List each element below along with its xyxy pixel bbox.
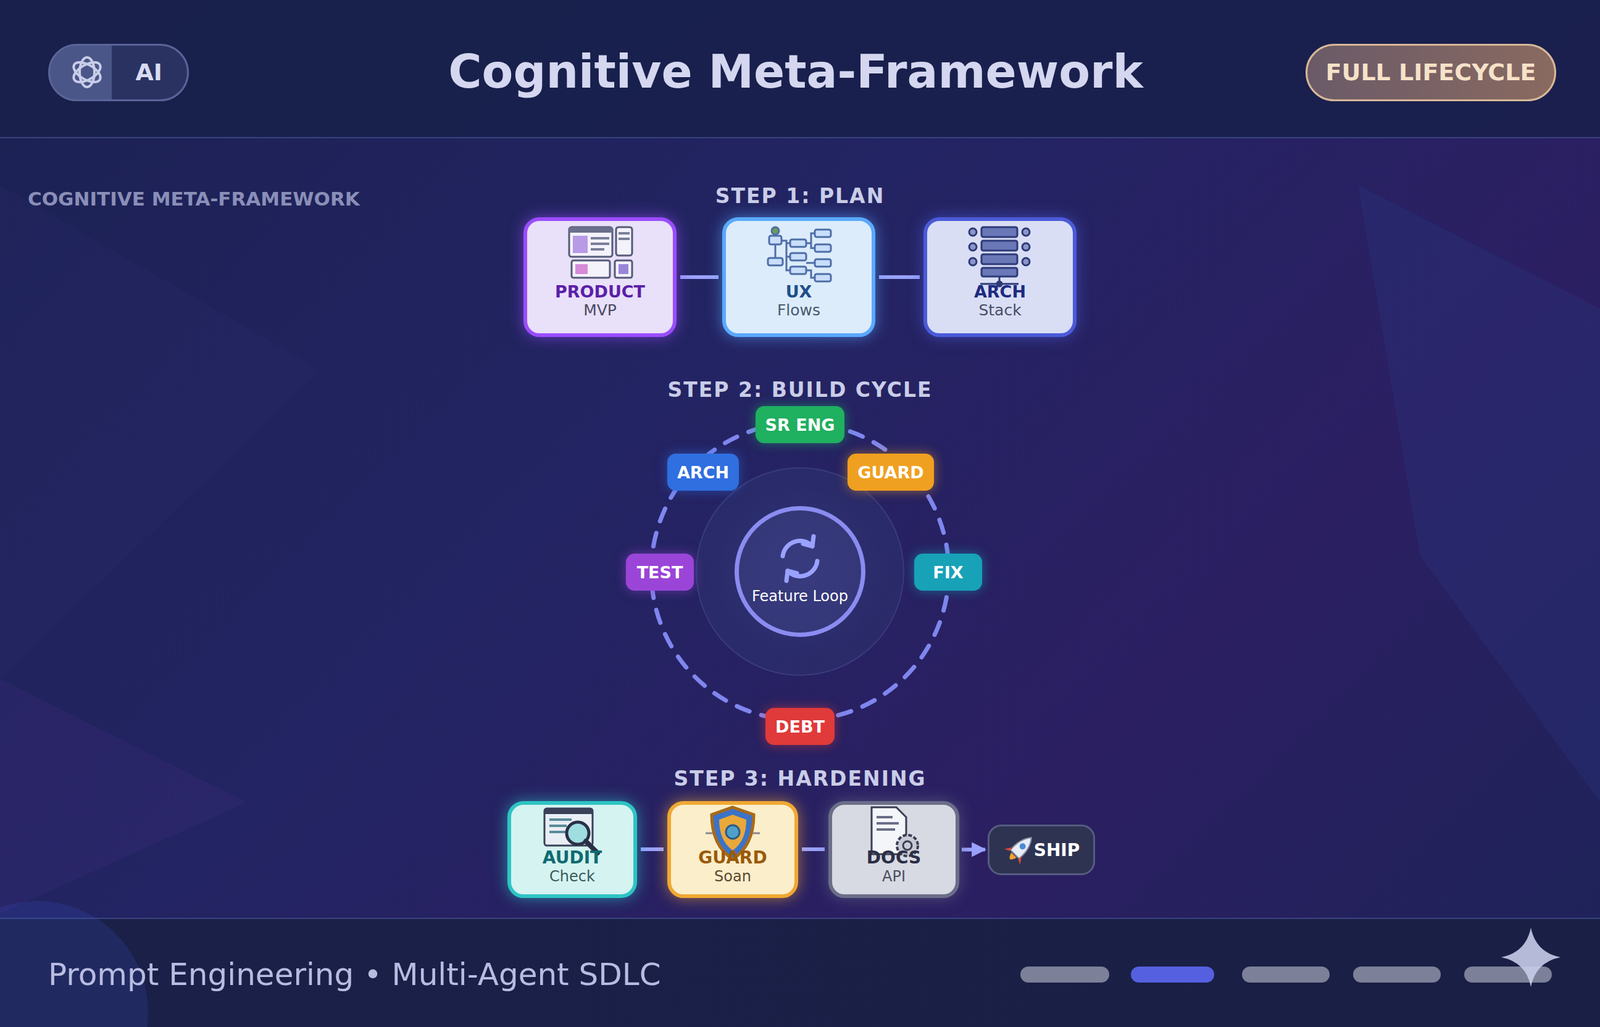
card-title: PRODUCT: [554, 282, 646, 302]
chip-label: SR ENG: [765, 415, 836, 435]
role-chip: DEBT: [765, 708, 835, 746]
caption: Prompt Engineering • Multi-Agent SDLC: [48, 956, 662, 993]
role-chip: ARCH: [667, 453, 739, 491]
card-subtitle: Soan: [714, 867, 752, 886]
connector: [879, 275, 920, 280]
card-title: AUDIT: [542, 848, 602, 868]
loop-circle: Feature Loop: [734, 506, 866, 638]
badge-label: AI: [135, 58, 163, 86]
role-chip: GUARD: [847, 453, 934, 491]
ship-label: SHIP: [1033, 840, 1081, 861]
page-title: Cognitive Meta-Framework: [448, 45, 1143, 99]
connector: [640, 847, 664, 852]
card-title: GUARD: [698, 848, 767, 868]
chip-label: TEST: [637, 562, 684, 583]
badge-label: FULL LIFECYCLE: [1325, 58, 1537, 86]
connector: [801, 847, 825, 852]
section-label: STEP 1: PLAN: [715, 183, 886, 209]
chip-label: GUARD: [857, 462, 924, 483]
ship-button: SHIP: [987, 824, 1096, 876]
connector: [961, 848, 986, 852]
card-title: UX: [785, 282, 813, 302]
lifecycle-badge: FULL LIFECYCLE: [1305, 43, 1557, 102]
ai-badge: AI: [48, 43, 189, 102]
stage-card: UXFlows: [722, 217, 876, 338]
section-label: COGNITIVE META-FRAMEWORK: [27, 187, 360, 210]
role-chip: TEST: [625, 553, 694, 591]
loop-label: Feature Loop: [751, 587, 849, 605]
card-subtitle: API: [882, 867, 906, 886]
card-subtitle: MVP: [583, 301, 617, 320]
card-title: DOCS: [866, 848, 921, 868]
role-chip: SR ENG: [755, 406, 846, 444]
section-label: STEP 3: HARDENING: [673, 766, 926, 791]
chip-label: DEBT: [775, 717, 825, 737]
connector: [680, 275, 719, 280]
card-subtitle: Stack: [978, 301, 1021, 320]
chip-label: FIX: [932, 562, 963, 583]
card-subtitle: Check: [549, 867, 596, 886]
section-label: STEP 2: BUILD CYCLE: [667, 377, 933, 402]
chip-label: ARCH: [677, 462, 730, 483]
card-title: ARCH: [974, 282, 1026, 302]
role-chip: FIX: [914, 553, 983, 591]
card-subtitle: Flows: [777, 301, 821, 320]
